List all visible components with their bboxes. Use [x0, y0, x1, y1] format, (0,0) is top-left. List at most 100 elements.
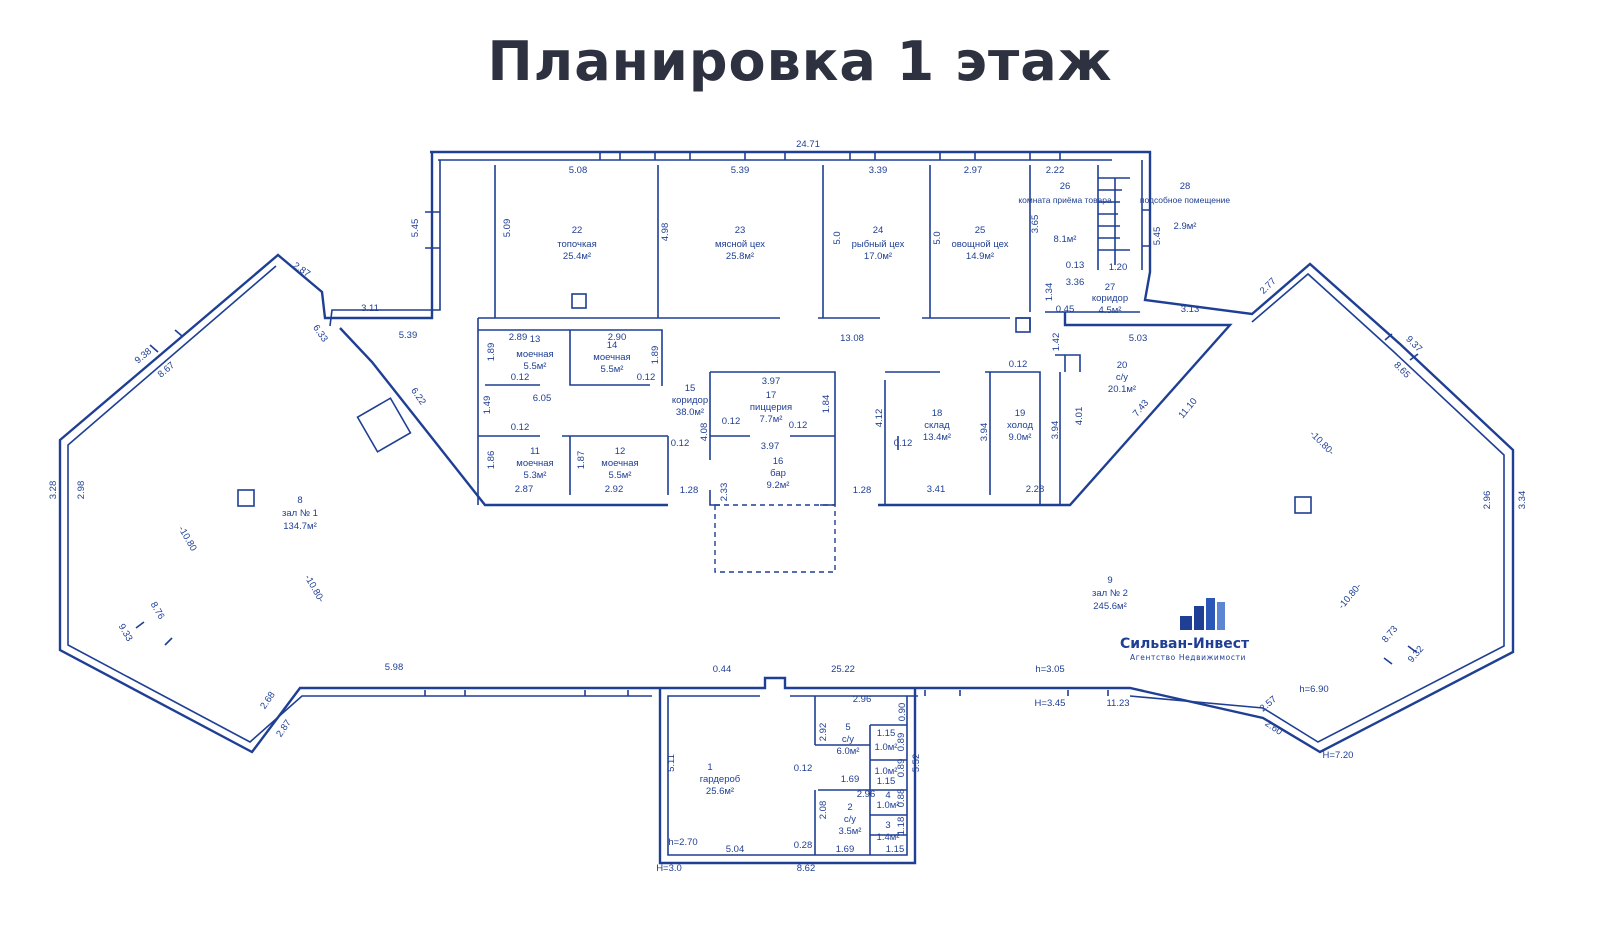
room-20-area: 20.1м² [1108, 384, 1136, 395]
dim: 2.08 [818, 801, 829, 820]
room-5-area: 6.0м² [837, 746, 860, 757]
room-28-area: 2.9м² [1174, 221, 1197, 232]
dim: 5.98 [385, 662, 404, 673]
room-26-name: комната приёма товара [1018, 195, 1112, 205]
dim: -10.80- [1336, 581, 1364, 611]
room-18-name: склад [924, 420, 950, 431]
dim: h=2.70 [668, 837, 697, 848]
dim: 1.84 [821, 395, 832, 414]
dim: 1.42 [1051, 333, 1062, 352]
dim: 1.15 [877, 776, 896, 787]
dim: -10.80- [302, 573, 327, 605]
logo-subtitle: Агентство Недвижимости [1130, 653, 1246, 662]
dim: 4.01 [1074, 407, 1085, 426]
room-19-num: 19 [1015, 408, 1026, 419]
room-7-area: 1.0м² [875, 742, 898, 753]
dim: 2.87 [291, 260, 312, 280]
room-8-name: зал № 1 [282, 508, 318, 519]
dim: 2.98 [76, 481, 87, 500]
room-5-name: с/у [842, 734, 854, 745]
dim: H=3.45 [1035, 698, 1066, 709]
room-15-num: 15 [685, 383, 696, 394]
dim: 0.12 [511, 372, 530, 383]
room-22-name: топочкая [557, 239, 597, 250]
room-19-name: холод [1007, 420, 1033, 431]
room-1-name: гардероб [700, 774, 741, 785]
interior-walls-middle [477, 318, 1081, 506]
room-23-area: 25.8м² [726, 251, 754, 262]
room-9-area: 245.6м² [1093, 601, 1126, 612]
dim: 1.86 [486, 451, 497, 470]
dim: 5.08 [569, 165, 588, 176]
room-11-name: моечная [516, 458, 553, 469]
room-23-name: мясной цех [715, 239, 765, 250]
room-16-num: 16 [773, 456, 784, 467]
dim: 2.89 [509, 332, 528, 343]
dim: 5.52 [911, 754, 922, 773]
dim: 4.98 [660, 223, 671, 242]
room-26-area: 8.1м² [1054, 234, 1077, 245]
room-24-name: рыбный цех [852, 239, 905, 250]
room-14-name: моечная [593, 352, 630, 363]
dim: 3.36 [1066, 277, 1085, 288]
column-hall-2 [1294, 496, 1312, 514]
room-25-name: овощной цех [952, 239, 1009, 250]
room-4-num: 4 [885, 790, 890, 801]
room-15-name: коридор [672, 395, 708, 406]
room-12-num: 12 [615, 446, 626, 457]
dim: 3.97 [761, 441, 780, 452]
room-19-area: 9.0м² [1009, 432, 1032, 443]
room-17-name: пиццерия [750, 402, 792, 413]
bar-terrace [714, 504, 836, 573]
boiler-equipment [571, 293, 587, 309]
logo-name: Сильван-Инвест [1120, 636, 1250, 652]
room-16-area: 9.2м² [767, 480, 790, 491]
dim: 1.69 [836, 844, 855, 855]
windows [135, 152, 1419, 696]
dim: 3.97 [762, 376, 781, 387]
dim: -10.80 [176, 524, 199, 553]
dim: 2.96 [857, 789, 876, 800]
dim: 0.12 [722, 416, 741, 427]
stairs [1098, 177, 1130, 265]
room-2-num: 2 [847, 802, 852, 813]
dim: 5.39 [399, 330, 418, 341]
room-9-name: зал № 2 [1092, 588, 1128, 599]
room-26-num: 26 [1060, 181, 1071, 192]
dim: 8.65 [1391, 360, 1412, 381]
room-11-area: 5.3м² [524, 470, 547, 481]
room-4-area: 1.0м² [877, 800, 900, 811]
sanitary-walls [814, 696, 907, 855]
dim: 3.94 [1050, 421, 1061, 440]
dim: 4.12 [874, 409, 885, 428]
dim: 2.28 [1026, 484, 1045, 495]
dim: 0.12 [1009, 359, 1028, 370]
room-22-area: 25.4м² [563, 251, 591, 262]
room-labels: 1 гардероб 25.6м² 2 с/у 3.5м² 3 1.4м² 4 … [282, 181, 1230, 843]
dim: 0.90 [897, 703, 908, 722]
room-20-name: с/у [1116, 372, 1128, 383]
dim: 1.89 [486, 343, 497, 362]
room-17-num: 17 [766, 390, 777, 401]
dim: 2.22 [1046, 165, 1065, 176]
room-14-num: 14 [607, 340, 618, 351]
dim: 0.12 [671, 438, 690, 449]
dim: 11.23 [1106, 698, 1129, 709]
room-8-num: 8 [297, 495, 302, 506]
room-9-num: 9 [1107, 575, 1112, 586]
pillar-1 [1015, 317, 1031, 333]
page-title: Планировка 1 этаж [487, 30, 1113, 93]
room-18-area: 13.4м² [923, 432, 951, 443]
room-2-area: 3.5м² [839, 826, 862, 837]
left-wedge-wall [339, 327, 668, 507]
room-16-name: бар [770, 468, 786, 479]
room-15-area: 38.0м² [676, 407, 704, 418]
dim: 2.87 [274, 718, 294, 739]
dim: 2.60 [1263, 718, 1284, 738]
room-25-area: 14.9м² [966, 251, 994, 262]
dim: 1.28 [853, 485, 872, 496]
dim: 5.0 [932, 231, 943, 244]
dim: 0.13 [1066, 260, 1085, 271]
dim: 5.04 [726, 844, 745, 855]
